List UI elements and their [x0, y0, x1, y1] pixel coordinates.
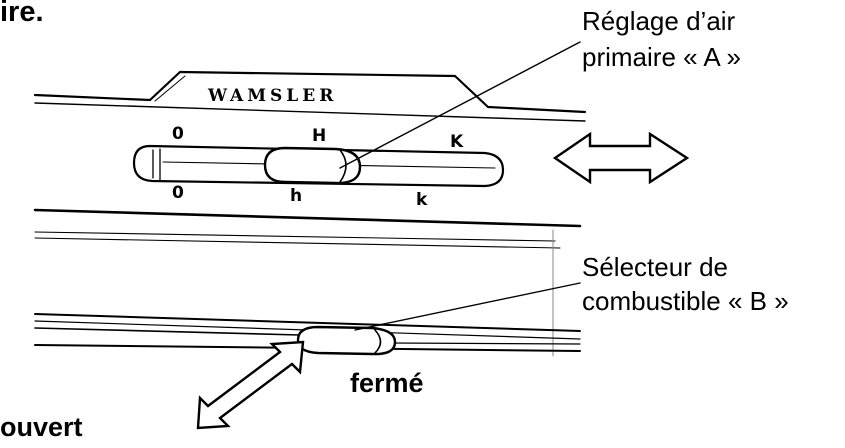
scale-bottom-h: h — [290, 186, 303, 206]
leader-line-b — [354, 282, 581, 331]
double-arrow-diagonal-icon — [196, 340, 305, 430]
fuel-rail-3 — [34, 327, 301, 336]
panel-top-edge — [33, 70, 587, 114]
scale-top-0: 0 — [172, 124, 184, 144]
scale-top-k: K — [450, 132, 464, 152]
leader-line-a — [339, 41, 581, 169]
double-arrow-horizontal-icon — [552, 131, 690, 185]
fuel-selector-label-line1: Sélecteur de — [582, 252, 728, 282]
scale-bottom-0: 0 — [172, 183, 184, 203]
panel-top-edge-inner — [34, 102, 586, 122]
state-closed-label: fermé — [350, 368, 424, 398]
air-slot-inner — [152, 148, 161, 182]
state-open-label: ouvert — [0, 412, 83, 442]
air-knob — [263, 146, 362, 185]
fuel-rail-5 — [389, 342, 581, 345]
fuel-knob — [296, 325, 397, 356]
scale-top-h: H — [312, 126, 327, 146]
heading-fragment: ire. — [0, 0, 44, 28]
brand-plate-inner — [154, 75, 186, 102]
scale-bottom-k: k — [416, 190, 428, 210]
panel-mid-edge-1 — [33, 208, 582, 228]
fuel-selector-label-line2: combustible « B » — [582, 286, 789, 316]
primary-air-label-line1: Réglage d’air — [582, 6, 736, 36]
panel-mid-edge-2 — [34, 231, 556, 242]
air-slot — [132, 144, 505, 188]
fuel-rail-1 — [34, 313, 581, 332]
primary-air-label-line2: primaire « A » — [582, 42, 741, 72]
fuel-knob-edge — [374, 329, 382, 354]
panel-mid-edge-3 — [34, 237, 561, 249]
brand-logo: WAMSLER — [208, 86, 338, 106]
